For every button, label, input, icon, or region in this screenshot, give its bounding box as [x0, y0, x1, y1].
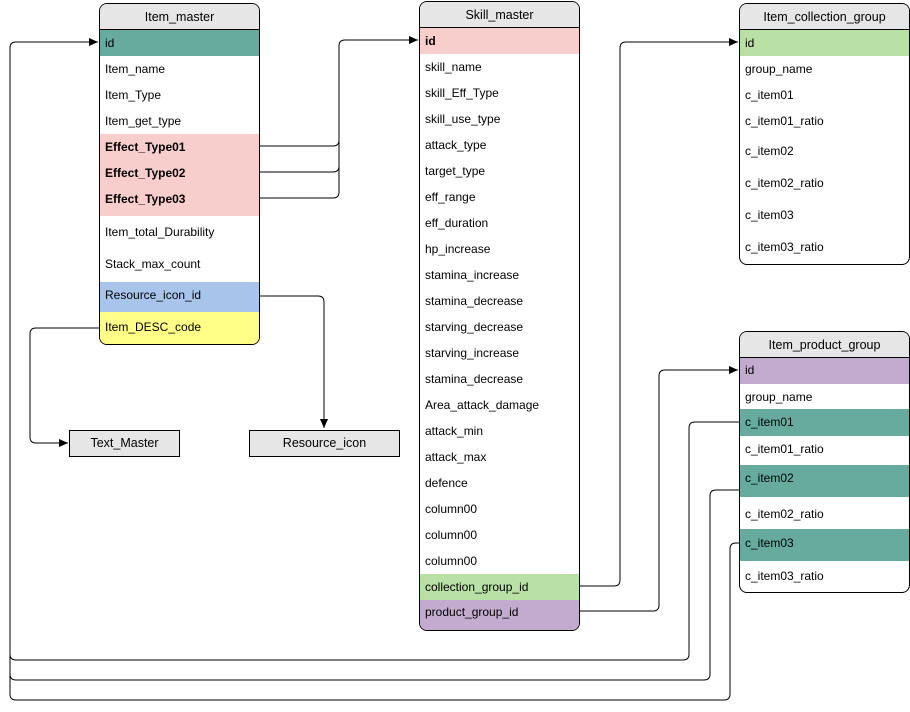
- skill-master-row-skill-use-type: skill_use_type: [425, 112, 501, 126]
- skill-master-row-area-attack-damage: Area_attack_damage: [425, 398, 540, 412]
- item-master-row-effect-type01: Effect_Type01: [100, 134, 259, 160]
- skill-master-row-column00-3: column00: [425, 554, 478, 568]
- item-master-title: Item_master: [100, 4, 259, 30]
- skill-master-row-stamina-increase: stamina_increase: [425, 268, 520, 282]
- collection-row-c-item01: c_item01: [745, 88, 794, 102]
- skill-master-row-stamina-decrease-2: stamina_decrease: [425, 372, 524, 386]
- collection-row-c-item02-ratio: c_item02_ratio: [745, 176, 824, 190]
- item-master-row-total-durability: Item_total_Durability: [105, 225, 215, 239]
- collection-row-group-name: group_name: [745, 62, 813, 76]
- skill-master-row-product-group-id: product_group_id: [420, 600, 579, 630]
- product-row-c-item02: c_item02: [740, 465, 909, 497]
- skill-master-row-column00-1: column00: [425, 502, 478, 516]
- item-collection-group-title: Item_collection_group: [740, 4, 909, 30]
- product-row-c-item01-ratio: c_item01_ratio: [745, 442, 824, 456]
- link-resource-icon-id-to-resource-icon: [260, 295, 328, 428]
- text-master-box: Text_Master: [69, 430, 180, 457]
- link-effect-type02-to-skill-id: [260, 46, 340, 173]
- product-row-c-item03-ratio: c_item03_ratio: [745, 569, 824, 583]
- skill-master-row-skill-eff-type: skill_Eff_Type: [425, 86, 499, 100]
- product-row-id: id: [740, 358, 909, 384]
- skill-master-row-column00-2: column00: [425, 528, 478, 542]
- item-master-table: Item_master id Item_name Item_Type Item_…: [99, 3, 260, 345]
- skill-master-row-starving-increase: starving_increase: [425, 346, 520, 360]
- collection-row-c-item01-ratio: c_item01_ratio: [745, 114, 824, 128]
- item-master-row-resource-icon-id: Resource_icon_id: [100, 282, 259, 312]
- item-master-row-stack-max-count: Stack_max_count: [105, 257, 201, 271]
- link-effect-type03-to-skill-id: [260, 46, 340, 199]
- item-master-row-desc-code: Item_DESC_code: [100, 312, 259, 344]
- resource-icon-box: Resource_icon: [249, 430, 400, 457]
- item-master-row-id: id: [100, 30, 259, 56]
- skill-master-row-hp-increase: hp_increase: [425, 242, 491, 256]
- product-row-c-item01: c_item01: [740, 409, 909, 436]
- skill-master-row-target-type: target_type: [425, 164, 486, 178]
- collection-row-c-item03-ratio: c_item03_ratio: [745, 240, 824, 254]
- product-row-c-item02-ratio: c_item02_ratio: [745, 507, 824, 521]
- item-master-row-effect-type02: Effect_Type02: [100, 160, 259, 186]
- item-product-group-table: Item_product_group id group_name c_item0…: [739, 331, 910, 593]
- skill-master-row-eff-range: eff_range: [425, 190, 476, 204]
- link-collection-group-id: [580, 38, 738, 587]
- item-master-row-item-name: Item_name: [105, 62, 166, 76]
- skill-master-row-attack-max: attack_max: [425, 450, 487, 464]
- product-row-group-name: group_name: [745, 390, 813, 404]
- item-collection-group-table: Item_collection_group id group_name c_it…: [739, 3, 910, 265]
- link-product-group-id: [580, 366, 738, 612]
- product-row-c-item03: c_item03: [740, 529, 909, 561]
- collection-row-c-item02: c_item02: [745, 144, 794, 158]
- link-desc-code-to-text-master: [29, 327, 100, 447]
- skill-master-row-starving-decrease: starving_decrease: [425, 320, 524, 334]
- skill-master-row-id: id: [420, 28, 579, 54]
- collection-row-id: id: [740, 30, 909, 56]
- skill-master-row-eff-duration: eff_duration: [425, 216, 489, 230]
- item-master-row-item-type: Item_Type: [105, 88, 162, 102]
- skill-master-row-attack-type: attack_type: [425, 138, 487, 152]
- collection-row-c-item03: c_item03: [745, 208, 794, 222]
- item-master-row-item-get-type: Item_get_type: [105, 114, 182, 128]
- link-effect-type01-to-skill-id: [260, 36, 418, 147]
- item-product-group-title: Item_product_group: [740, 332, 909, 358]
- skill-master-row-attack-min: attack_min: [425, 424, 484, 438]
- skill-master-row-collection-group-id: collection_group_id: [420, 574, 579, 600]
- skill-master-row-stamina-decrease: stamina_decrease: [425, 294, 524, 308]
- skill-master-table: Skill_master id skill_name skill_Eff_Typ…: [419, 1, 580, 631]
- skill-master-title: Skill_master: [420, 2, 579, 28]
- skill-master-row-skill-name: skill_name: [425, 60, 482, 74]
- skill-master-row-defence: defence: [425, 476, 468, 490]
- item-master-row-effect-type03: Effect_Type03: [100, 186, 259, 216]
